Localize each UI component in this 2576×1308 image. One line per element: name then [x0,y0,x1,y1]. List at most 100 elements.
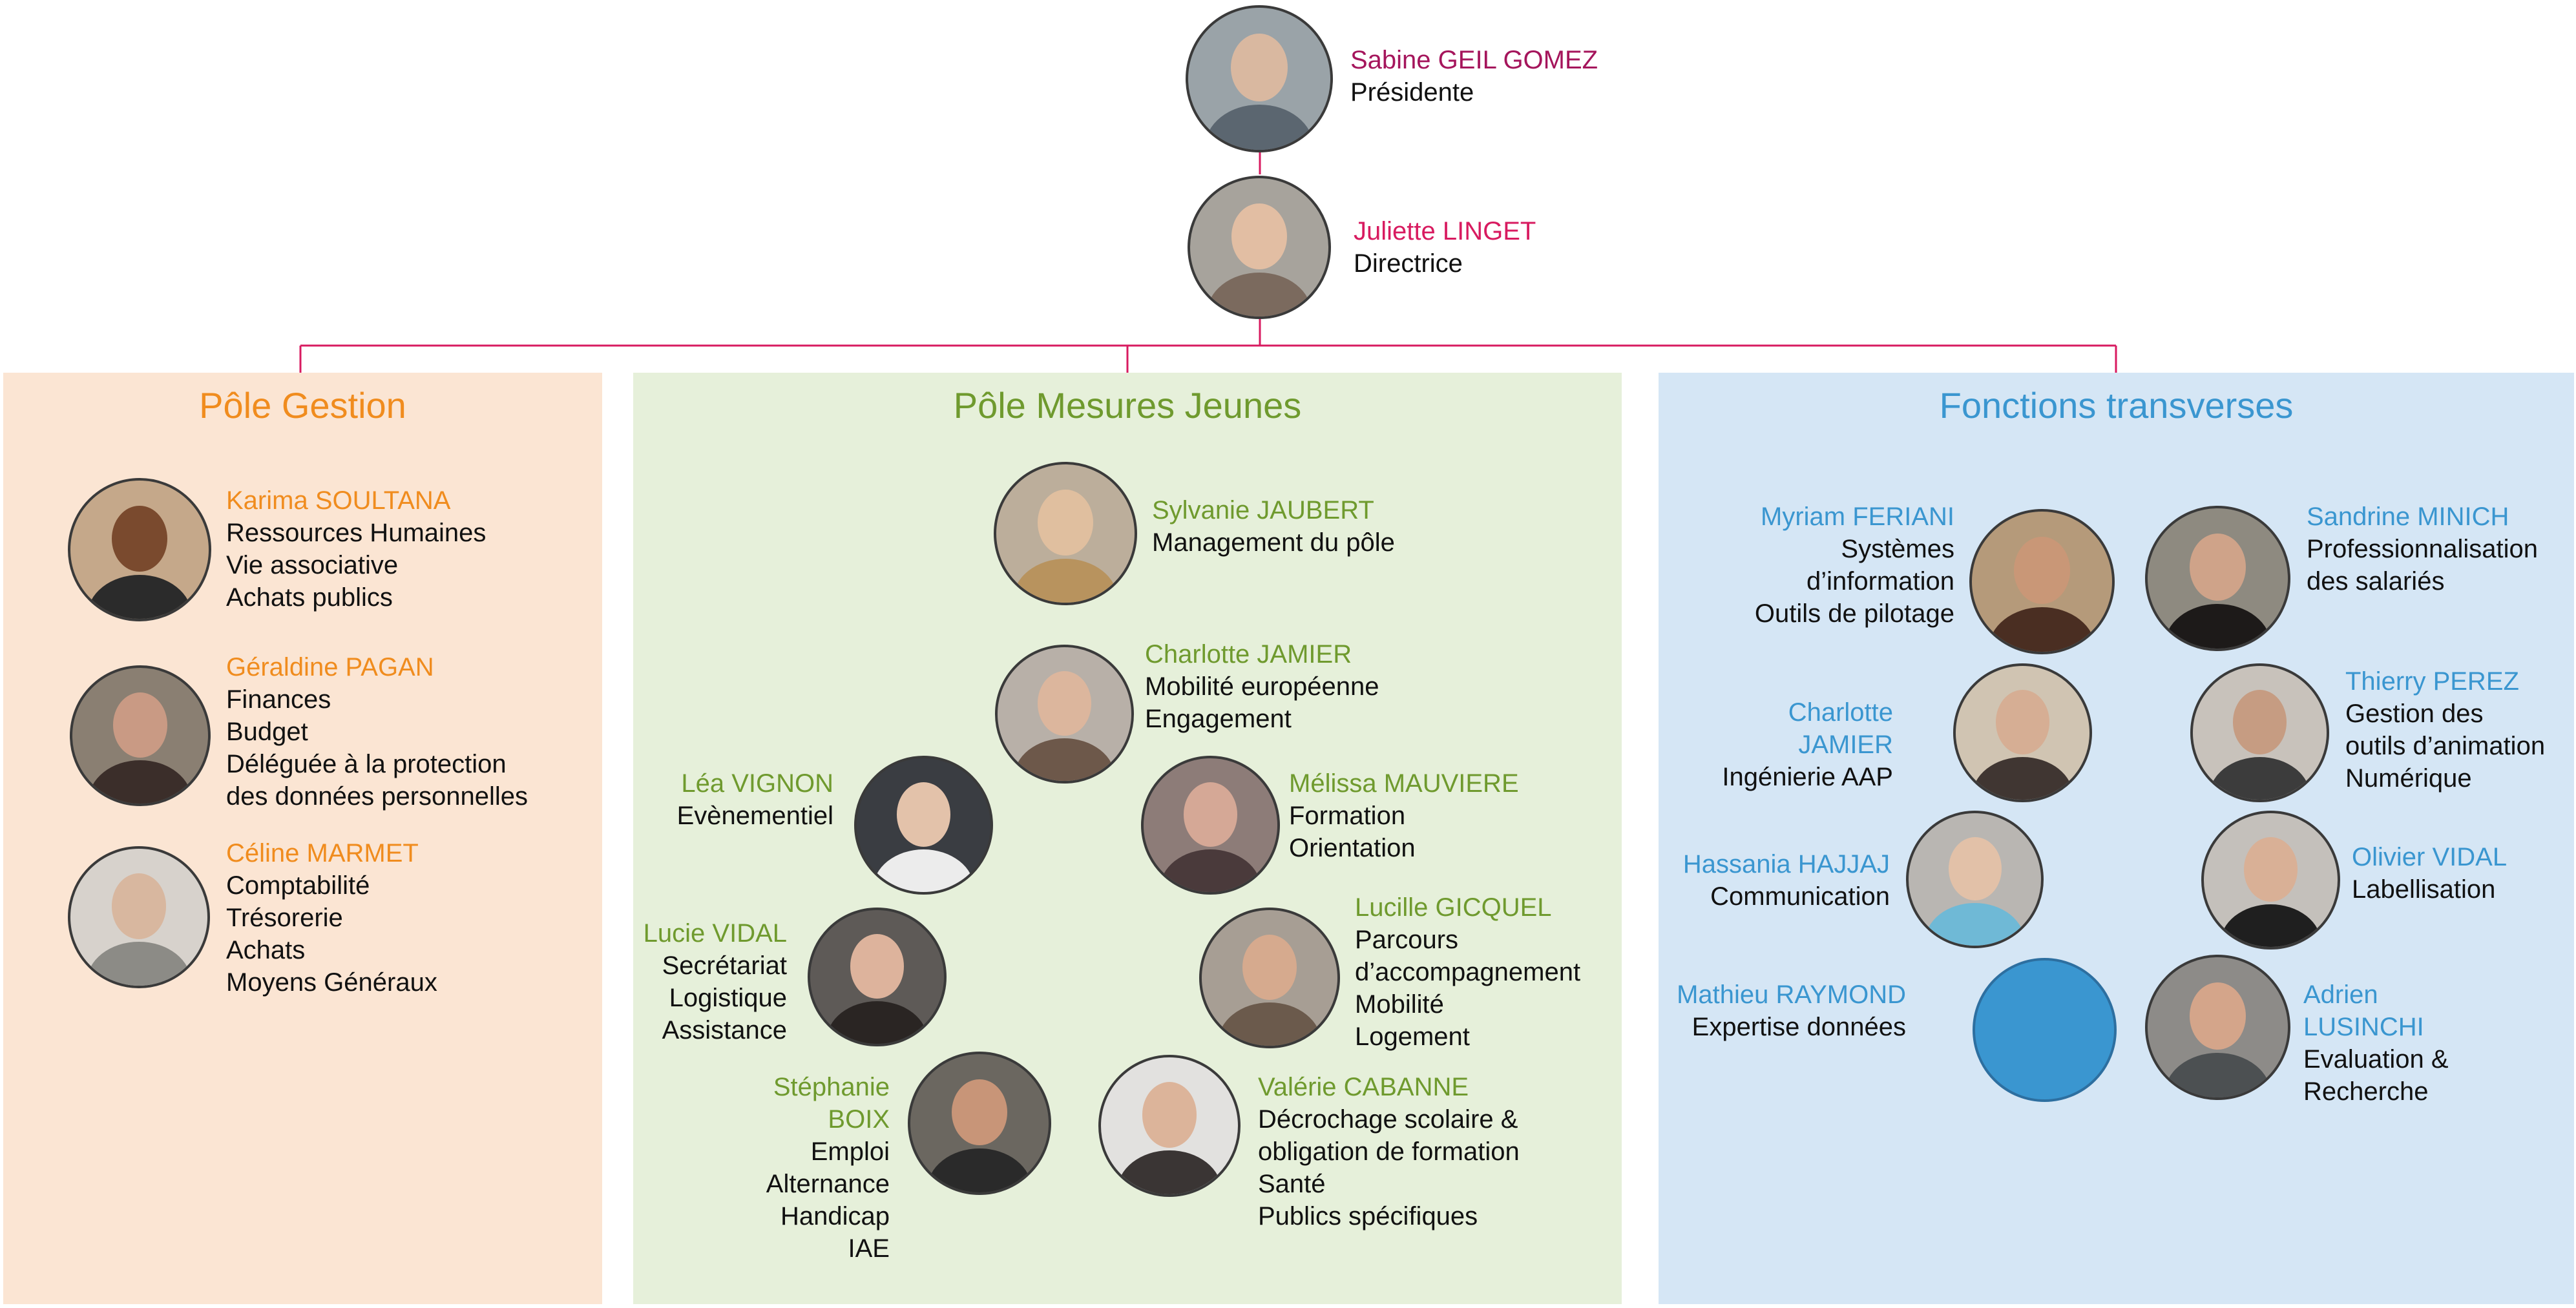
jeunes-person-5-role-line: d’accompagnement [1355,958,1581,986]
gestion-person-2-photo-face [111,873,167,939]
transverses-person-5-photo [2201,811,2340,950]
jeunes-person-3-role-line: Orientation [1289,834,1416,862]
jeunes-person-0-card: Sylvanie JAUBERT Management du pôle [1152,494,1395,559]
gestion-person-0-photo [68,478,211,621]
jeunes-person-7-role-line: obligation de formation [1258,1137,1520,1166]
jeunes-person-0-name: Sylvanie JAUBERT [1152,496,1374,524]
transverses-person-6-role-line: Expertise données [1691,1013,1906,1041]
director-photo-shoulders [1206,272,1312,317]
connector-lines [299,147,2117,373]
jeunes-person-5-role-line: Parcours [1355,926,1459,954]
jeunes-person-5-photo-face [1242,934,1297,1000]
transverses-person-4-name: Hassania HAJJAJ [1682,850,1890,878]
jeunes-person-6-role-line: IAE [848,1234,890,1263]
transverses-person-5-role-line: Labellisation [2352,875,2496,904]
jeunes-person-7-photo [1098,1055,1241,1197]
gestion-person-1-role-line: des données personnelles [226,782,529,811]
transverses-person-0-photo-face [2014,537,2070,605]
transverses-person-5-name: Olivier VIDAL [2352,843,2508,871]
jeunes-person-5-name: Lucille GICQUEL [1355,893,1552,922]
jeunes-person-6-photo-face [952,1079,1007,1146]
jeunes-person-6-photo-shoulders [927,1148,1032,1192]
transverses-person-0-photo-shoulders [1989,607,2095,652]
transverses-person-1-photo-shoulders [2164,603,2271,649]
jeunes-person-3-photo-shoulders [1159,849,1262,892]
gestion-person-1-photo [70,665,211,806]
jeunes-person-6-name: Stéphanie [773,1073,890,1101]
transverses-person-3-photo-shoulders [2208,756,2311,800]
panel-transverses: Fonctions transverses [1659,373,2574,1304]
jeunes-person-5-photo [1199,908,1340,1048]
gestion-person-2-name: Céline MARMET [226,839,419,867]
transverses-person-3-name: Thierry PEREZ [2345,667,2519,696]
president-name: Sabine GEIL GOMEZ [1350,46,1598,74]
jeunes-person-2-name: Léa VIGNON [681,769,833,798]
gestion-person-0-role-line: Achats publics [226,583,393,612]
transverses-person-5-photo-face [2244,837,2298,902]
transverses-person-6-photo [1973,958,2117,1102]
transverses-person-1-role-line: Professionnalisation [2307,535,2538,563]
jeunes-person-2-photo-shoulders [872,849,975,892]
jeunes-person-4-photo [808,908,947,1046]
jeunes-person-3-role-line: Formation [1289,802,1406,830]
transverses-person-7-role-line: Evaluation & [2303,1045,2449,1074]
transverses-person-1-photo-face [2190,534,2246,601]
transverses-person-4-role-line: Communication [1710,882,1890,911]
transverses-person-4-photo [1906,811,2044,948]
gestion-person-2-role-line: Moyens Généraux [226,968,437,997]
transverses-person-5-photo-shoulders [2219,904,2322,947]
jeunes-person-0-role-line: Management du pôle [1152,528,1395,557]
gestion-person-1-role-line: Finances [226,685,331,714]
gestion-person-2-role-line: Achats [226,936,306,964]
jeunes-person-7-role-line: Santé [1258,1170,1326,1198]
gestion-person-1-role-line: Budget [226,718,308,746]
jeunes-person-1-role-line: Mobilité européenne [1145,672,1379,701]
jeunes-person-3-photo-face [1184,782,1237,847]
transverses-person-6-card: Mathieu RAYMOND Expertise données [1677,979,1906,1043]
jeunes-person-0-photo [994,462,1137,605]
transverses-person-7-photo [2145,955,2290,1100]
gestion-person-0-photo-shoulders [87,574,193,619]
jeunes-person-1-photo [995,645,1134,784]
jeunes-person-1-photo-face [1038,671,1091,736]
transverses-person-3-photo [2190,663,2329,802]
jeunes-person-5-role-line: Mobilité [1355,990,1444,1019]
jeunes-person-2-photo [854,756,993,895]
president-photo-face [1231,33,1288,102]
transverses-person-2-role-line: Ingénierie AAP [1722,763,1893,791]
director-photo [1188,176,1331,319]
transverses-person-7-photo-face [2190,982,2246,1050]
president-photo-shoulders [1205,104,1314,150]
jeunes-person-7-name: Valérie CABANNE [1258,1073,1469,1101]
jeunes-person-7-photo-face [1142,1082,1197,1148]
jeunes-person-4-photo-shoulders [826,1001,928,1044]
gestion-person-0-role-line: Vie associative [226,551,399,579]
transverses-person-3-role-line: Numérique [2345,764,2472,793]
director-photo-face [1231,203,1287,270]
director-role: Directrice [1354,249,1463,278]
gestion-person-1-photo-face [113,692,167,758]
transverses-person-0-role-line: d’information [1806,567,1954,596]
jeunes-person-4-photo-face [850,934,904,999]
transverses-person-6-name: Mathieu RAYMOND [1677,981,1906,1009]
jeunes-person-4-role-line: Logistique [669,984,787,1012]
transverses-person-5-card: Olivier VIDAL Labellisation [2352,841,2507,906]
jeunes-person-4-role-line: Secrétariat [662,951,787,980]
jeunes-person-6-photo [908,1052,1051,1195]
jeunes-person-1-photo-shoulders [1013,738,1116,781]
gestion-person-2-role-line: Comptabilité [226,871,370,900]
transverses-person-1-photo [2145,506,2290,651]
president-card: Sabine GEIL GOMEZ Présidente [1350,44,1598,109]
transverses-person-4-card: Hassania HAJJAJ Communication [1683,848,1890,913]
transverses-person-0-name: Myriam FERIANI [1761,503,1954,531]
